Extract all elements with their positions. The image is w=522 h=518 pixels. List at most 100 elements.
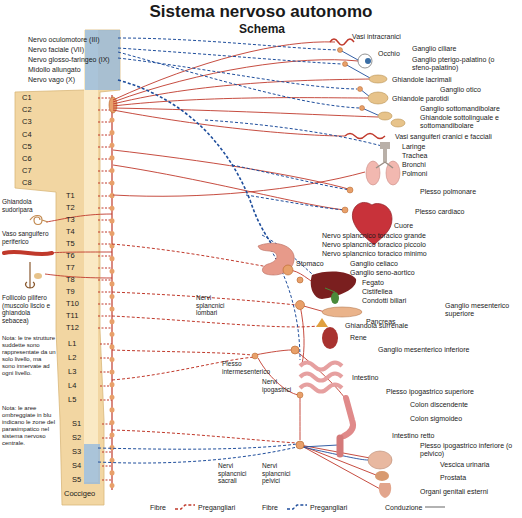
anatomy-label: Follicolo pilifero (muscolo liscio e ghi… [2, 294, 54, 325]
lacrimal-gland [369, 75, 387, 83]
ganglion [343, 62, 348, 67]
diagram-title: Sistema nervoso autonomo [0, 2, 522, 22]
nerve-fibre [98, 447, 297, 463]
note-text: Nota: le aree ombreggiate in blu indican… [2, 405, 56, 447]
anatomy-label: Plesso ipogastrico superiore [386, 388, 474, 396]
anatomy-label: Nervo glosso-faringeo (IX) [28, 56, 110, 64]
plexus [296, 441, 304, 449]
diagram-subtitle: Schema [239, 22, 285, 36]
anatomy-label: Intestino retto [392, 432, 434, 440]
anatomy-label: Plesso intermesenterico [222, 360, 270, 375]
anatomy-label: Prostata [440, 474, 466, 482]
legend-swatch [286, 503, 308, 511]
segment-label: T5 [66, 240, 75, 249]
segment-label: T7 [66, 264, 75, 273]
nerve-fibre [340, 50, 358, 60]
legend-item: Pregangliari [172, 503, 235, 511]
nerve-fibre [302, 447, 368, 460]
segment-label: L1 [68, 340, 76, 349]
eye-iris [365, 58, 371, 64]
anatomy-label: Nervo splancnico toracico minimo [322, 250, 427, 258]
nerve-fibre [112, 316, 318, 327]
anatomy-label: Colon discendente [410, 401, 468, 409]
segment-label: S4 [72, 462, 81, 471]
anatomy-label: Ganglio sottomandibolare [420, 105, 500, 113]
eye [358, 54, 372, 68]
genitals [379, 483, 391, 498]
segment-label: L4 [68, 382, 76, 391]
legend-text: Pregangliari [198, 504, 235, 511]
anatomy-label: Ganglio celiaco [350, 260, 398, 268]
ganglion [338, 48, 343, 53]
anatomy-label: Colon sigmoideo [410, 415, 462, 423]
ganglion [283, 265, 293, 275]
segment-label: C5 [22, 143, 32, 152]
kidney [322, 327, 338, 349]
legend-line [287, 505, 307, 509]
nerve-fibre [232, 165, 350, 190]
nerve-fibre [46, 214, 112, 222]
salivary-gland [378, 112, 392, 120]
anatomy-label: Ganglio mesenterico superiore [445, 302, 515, 319]
anatomy-label: Nervo vago (X) [28, 76, 75, 84]
anatomy-label: Organi genitali esterni [420, 488, 488, 496]
anatomy-label: Midollo allungato [28, 66, 81, 74]
segment-label: S2 [72, 434, 81, 443]
anatomy-label: Nervi splancnici pelvici [262, 462, 304, 485]
blood-vessel [4, 252, 52, 254]
sympathetic-fibres [45, 42, 382, 490]
nerve-fibre [113, 79, 370, 104]
lung [366, 161, 380, 185]
nerve-fibre [295, 350, 346, 400]
anatomy-label: Cuore [394, 222, 413, 230]
legend-swatch [174, 503, 196, 511]
parasympathetic-shading [84, 444, 100, 484]
anatomy-label: Vaso sanguifero periferico [2, 230, 54, 245]
nerve-fibre [255, 350, 291, 355]
anatomy-label: Condotti biliari [362, 297, 406, 305]
nerve-fibre [112, 350, 252, 355]
segment-label: C1 [22, 94, 32, 103]
nerve-fibre [362, 108, 380, 116]
nerve-fibre [246, 195, 345, 210]
colon [344, 398, 353, 436]
anatomy-label: Nervo splancnico toracico grande [322, 232, 426, 240]
anatomy-label: Stomaco [296, 260, 324, 268]
segment-label: L2 [68, 354, 76, 363]
legend-item: Conduzione [385, 503, 448, 511]
vagus-nerve [118, 80, 275, 250]
legend-label: Fibre [262, 504, 278, 512]
anatomy-label: Ganglio pterigo-palatino (o sfeno-palati… [412, 56, 512, 73]
salivary-gland [391, 119, 405, 127]
ganglion [360, 106, 365, 111]
segment-label: T1 [66, 192, 75, 201]
nerve-fibre [118, 48, 342, 64]
legend-text: Conduzione [385, 504, 422, 511]
trachea [383, 149, 387, 162]
nerve-fibre [300, 445, 370, 458]
nerve-fibre [118, 58, 357, 89]
nerve-fibre [113, 165, 345, 210]
segment-label: C7 [22, 167, 32, 176]
anatomy-label: Nervi splancnici sacrali [218, 462, 258, 485]
anatomy-label: Ganglio ciliare [412, 45, 456, 53]
ganglion [291, 346, 299, 354]
segment-label: T8 [66, 276, 75, 285]
sebaceous-gland [34, 273, 42, 279]
anatomy-label: Nervo splancnico toracico piccolo [322, 241, 426, 249]
legend-line [425, 506, 445, 507]
nerve-fibre [302, 445, 338, 447]
legend-line [175, 505, 195, 509]
anatomy-label: Polmoni [402, 170, 427, 178]
anatomy-label: Plesso polmonare [420, 188, 476, 196]
segment-label: S1 [72, 420, 81, 429]
anatomy-label: Intestino [352, 374, 378, 382]
spinal-cord [84, 30, 98, 482]
segment-label: C3 [22, 118, 32, 127]
nerve-fibre [45, 274, 112, 278]
hair-follicle [26, 262, 35, 288]
nerve-fibre [113, 150, 352, 190]
sweat-gland [30, 216, 48, 225]
anatomy-label: Nervi ipogastrici [262, 378, 302, 393]
anatomy-label: Vasi sanguiferi cranici e facciali [395, 133, 492, 141]
